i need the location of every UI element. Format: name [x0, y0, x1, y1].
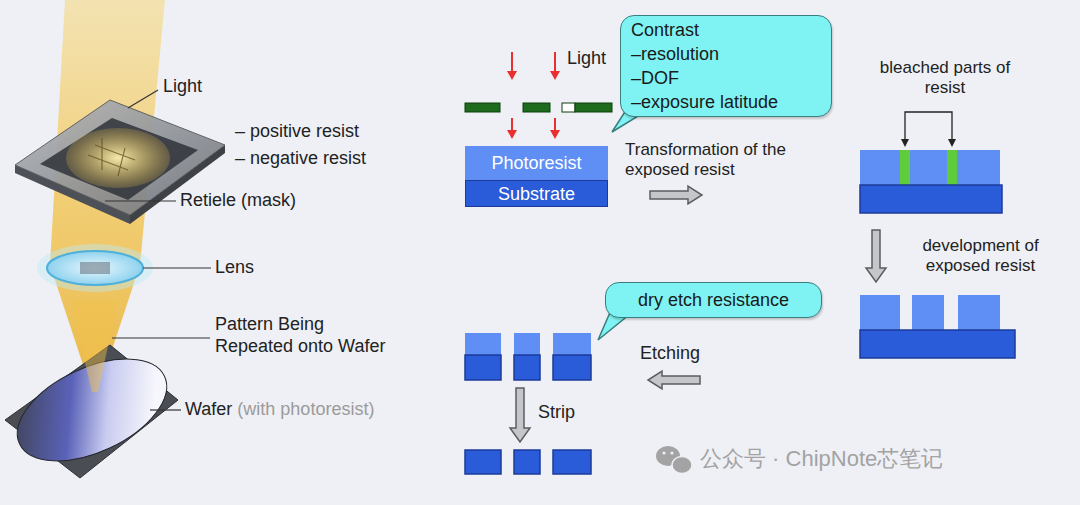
- lens-chip: [80, 262, 110, 274]
- bleach-bracket: [901, 112, 956, 147]
- stripped-stack: [465, 450, 591, 474]
- part-label: Lens: [215, 257, 254, 279]
- node-text: Substrate: [498, 183, 575, 205]
- step-label: Transformation of the exposed resist: [625, 140, 795, 181]
- part-note: (with photoresist): [237, 399, 374, 421]
- node-text: dry etch resistance: [638, 288, 789, 312]
- step-label: Etching: [640, 343, 700, 365]
- part-label: Pattern Being Repeated onto Wafer: [215, 314, 400, 357]
- part-label: Retiele (mask): [180, 190, 296, 212]
- etched-stack: [465, 333, 591, 380]
- photoresist-layer: Photoresist: [465, 146, 608, 180]
- reticle-glow: [66, 128, 170, 188]
- node-text: –resolution: [631, 42, 719, 66]
- substrate-layer: Substrate: [465, 180, 608, 207]
- leader-lines: [105, 90, 211, 410]
- step-label: development of exposed resist: [898, 236, 1063, 277]
- mask-bars: [465, 103, 612, 112]
- part-label: Wafer: [185, 399, 232, 421]
- node-text: –exposure latitude: [631, 90, 778, 114]
- callout-bubble: Contrast–resolution–DOF–exposure latitud…: [620, 15, 832, 117]
- resist-type: – positive resist: [235, 121, 359, 143]
- node-text: –DOF: [631, 66, 679, 90]
- resist-type: – negative resist: [235, 148, 366, 170]
- light-beam-lower: [70, 300, 118, 392]
- reticle-pattern: [40, 118, 198, 200]
- watermark: 公众号 · ChipNote芯笔记: [700, 446, 943, 472]
- light-label: Light: [567, 48, 606, 70]
- callout-bubble: dry etch resistance: [605, 282, 822, 318]
- node-text: Contrast: [631, 18, 699, 42]
- reticle-circuit: [88, 138, 135, 176]
- step-label: bleached parts of resist: [860, 58, 1030, 99]
- light-arrows: [507, 52, 560, 139]
- exposed-stack: [860, 150, 1002, 213]
- wechat-icon: [656, 446, 692, 474]
- developed-stack: [860, 295, 1015, 358]
- lens: [47, 251, 143, 285]
- lens-glow: [37, 244, 153, 292]
- process-arrows: [510, 186, 886, 442]
- node-text: Photoresist: [491, 152, 581, 174]
- part-label: Light: [163, 76, 202, 98]
- step-label: Strip: [538, 402, 575, 424]
